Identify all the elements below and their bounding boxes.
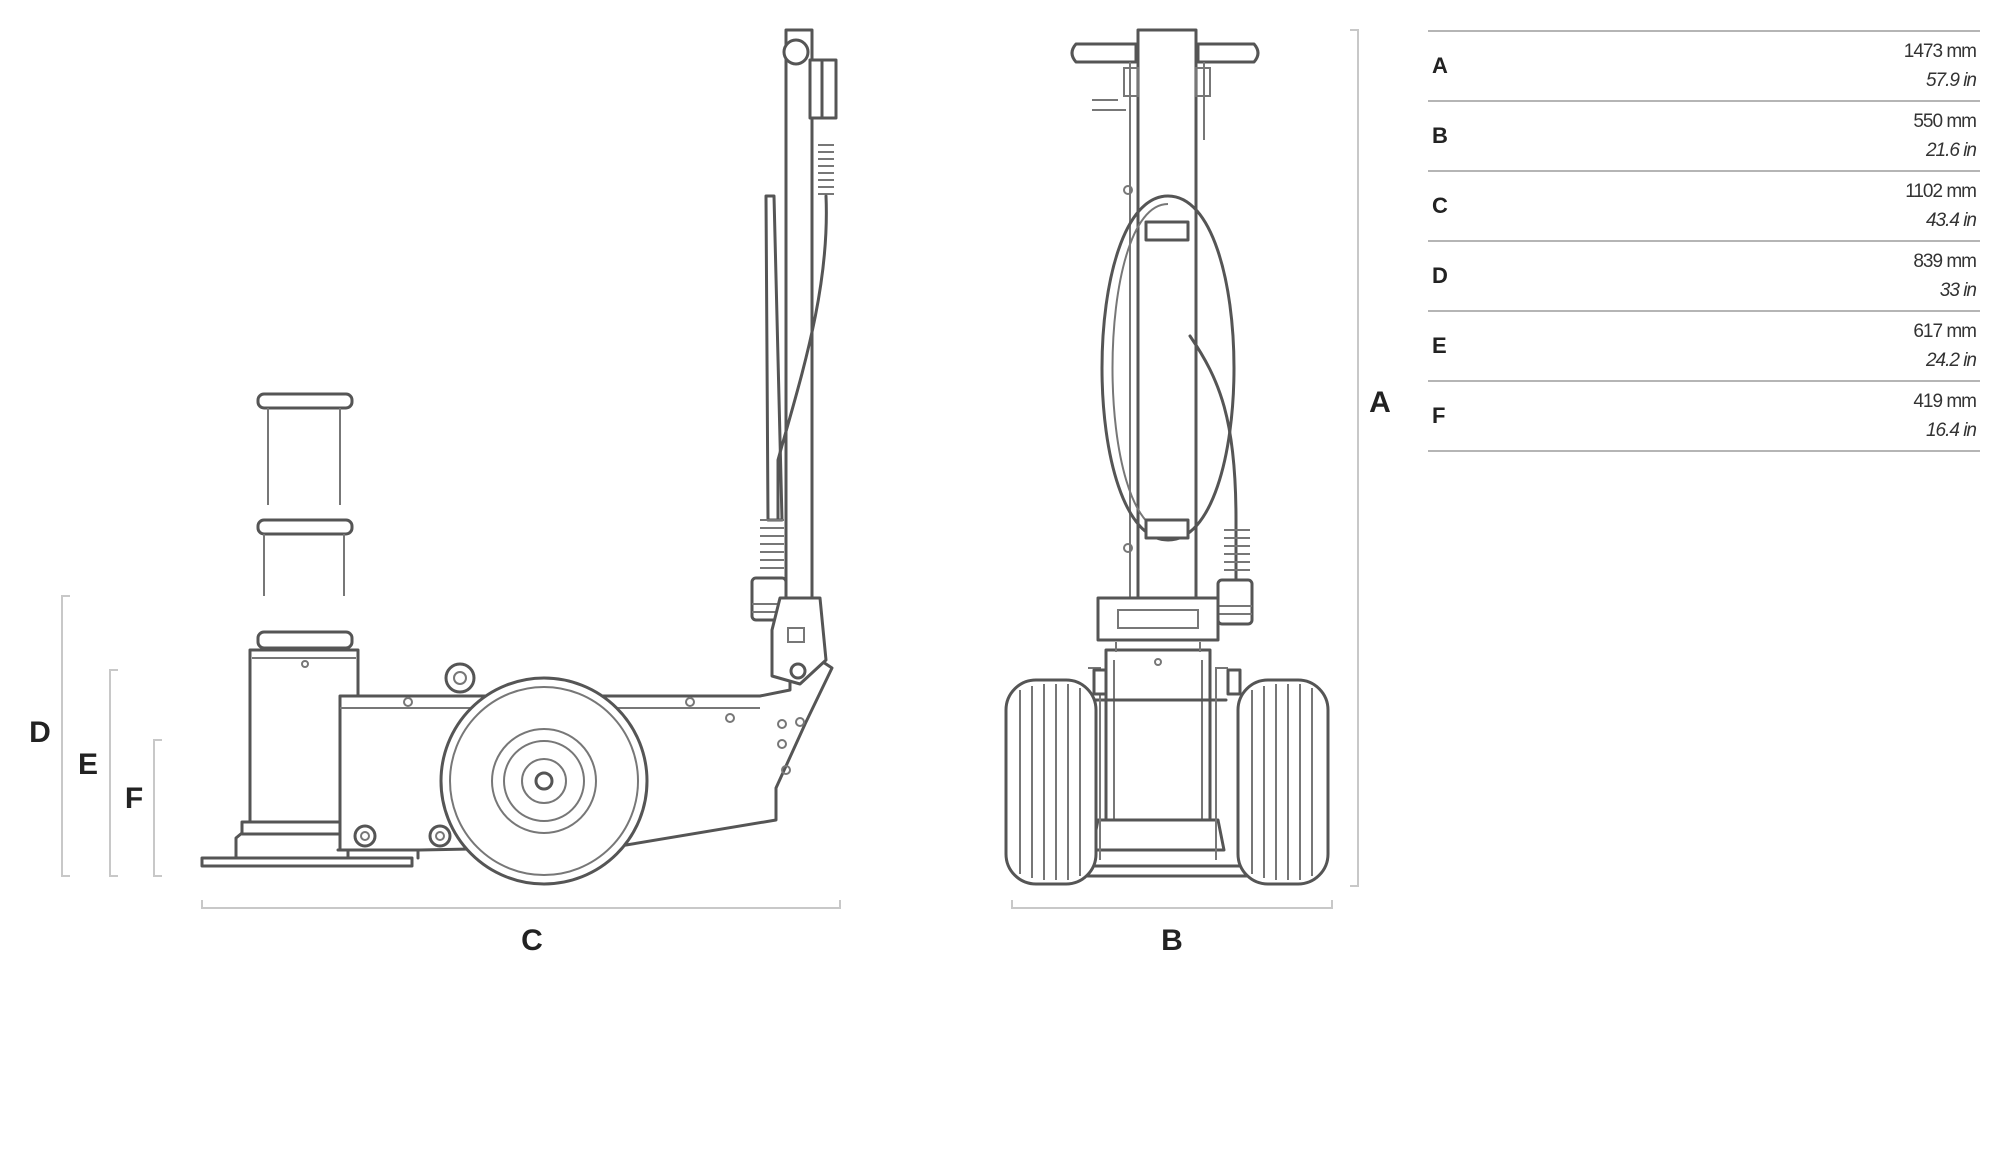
value-inch: 43.4 in bbox=[1925, 210, 1977, 231]
front-left-wheel bbox=[1004, 668, 1108, 886]
table-row: A 1473 mm 57.9 in bbox=[1428, 32, 1980, 102]
dim-label-f: F bbox=[125, 782, 143, 815]
side-main-wheel bbox=[439, 676, 649, 886]
table-row: F 419 mm 16.4 in bbox=[1428, 382, 1980, 452]
row-label: F bbox=[1432, 403, 1446, 428]
value-mm: 1102 mm bbox=[1905, 181, 1977, 202]
dimensions-table: A 1473 mm 57.9 in B 550 mm 21.6 in C 110… bbox=[1428, 30, 1980, 452]
value-inch: 24.2 in bbox=[1925, 350, 1977, 371]
row-label: A bbox=[1432, 53, 1448, 78]
value-inch: 16.4 in bbox=[1925, 420, 1977, 441]
value-inch: 57.9 in bbox=[1925, 70, 1977, 91]
value-mm: 1473 mm bbox=[1903, 41, 1977, 62]
dimension-lines bbox=[61, 29, 1359, 909]
dim-label-a: A bbox=[1369, 386, 1391, 419]
value-mm: 550 mm bbox=[1913, 111, 1977, 132]
dim-label-c: C bbox=[521, 924, 543, 957]
table-row: B 550 mm 21.6 in bbox=[1428, 102, 1980, 172]
value-mm: 839 mm bbox=[1913, 251, 1977, 272]
side-view bbox=[200, 28, 838, 886]
dim-line-f bbox=[153, 739, 162, 877]
value-mm: 617 mm bbox=[1913, 321, 1977, 342]
table-row: C 1102 mm 43.4 in bbox=[1428, 172, 1980, 242]
front-hose-loop bbox=[1100, 194, 1236, 542]
row-label: E bbox=[1432, 333, 1447, 358]
front-view bbox=[1004, 28, 1330, 886]
dim-line-c bbox=[201, 900, 841, 909]
dim-label-e: E bbox=[78, 748, 98, 781]
row-label: C bbox=[1432, 193, 1448, 218]
dim-label-d: D bbox=[29, 716, 51, 749]
dim-line-d bbox=[61, 595, 70, 877]
row-label: B bbox=[1432, 123, 1448, 148]
front-handle-bar bbox=[1070, 42, 1138, 64]
front-right-wheel bbox=[1226, 668, 1330, 886]
table-row: D 839 mm 33 in bbox=[1428, 242, 1980, 312]
row-label: D bbox=[1432, 263, 1448, 288]
value-inch: 33 in bbox=[1939, 280, 1977, 301]
value-inch: 21.6 in bbox=[1925, 140, 1977, 161]
side-handle-column bbox=[750, 28, 838, 686]
value-mm: 419 mm bbox=[1913, 391, 1977, 412]
dim-line-b bbox=[1011, 900, 1333, 909]
dim-line-a bbox=[1350, 29, 1359, 887]
table-row: E 617 mm 24.2 in bbox=[1428, 312, 1980, 382]
dim-line-e bbox=[109, 669, 118, 877]
dim-label-b: B bbox=[1161, 924, 1183, 957]
